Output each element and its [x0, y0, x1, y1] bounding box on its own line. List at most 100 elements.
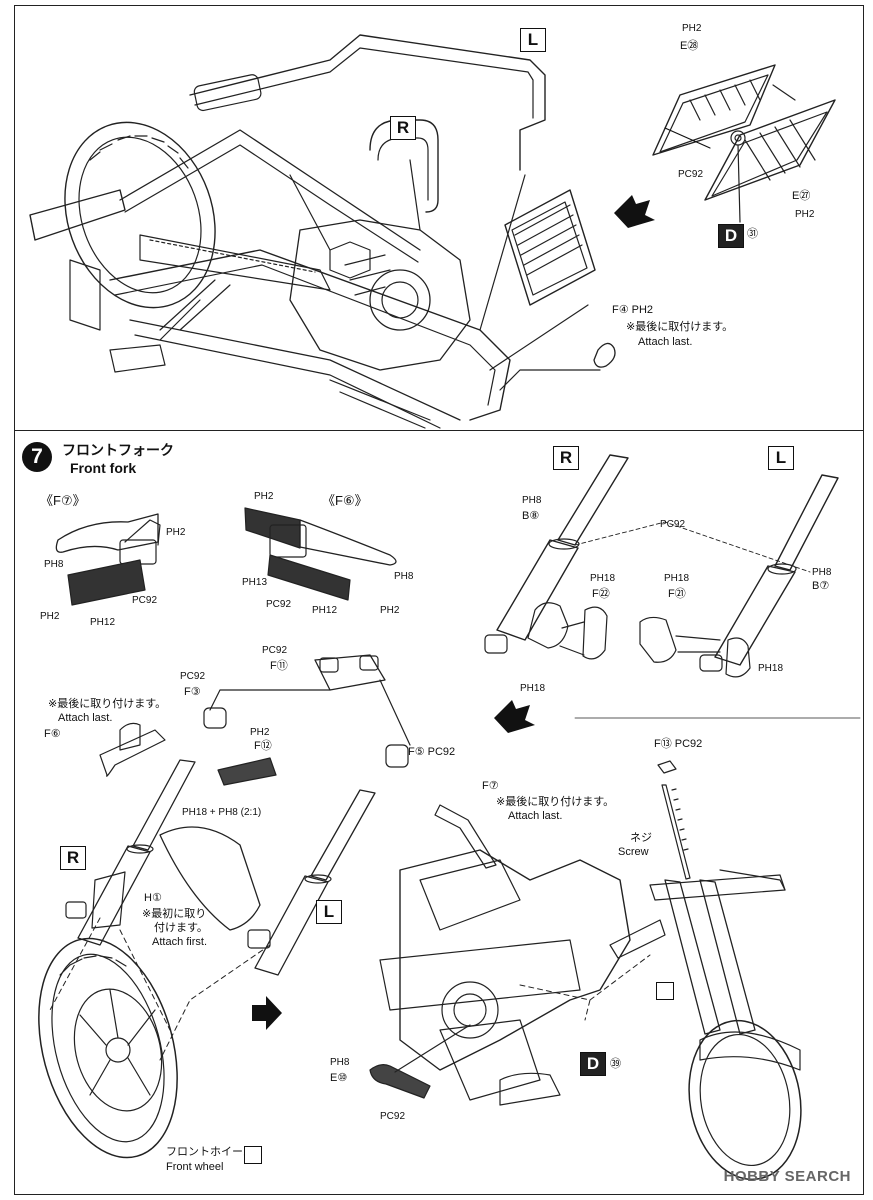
step-title-en: Front fork — [70, 460, 137, 476]
part-f7 — [434, 804, 497, 869]
lever-left — [55, 513, 161, 606]
label-left-fork: L — [768, 446, 794, 470]
label-lever-l-ph12: PH12 — [90, 617, 116, 628]
step-title-jp: フロントフォーク — [62, 442, 174, 458]
note-h1-en: Attach first. — [152, 936, 208, 948]
label-f5: F⑤ PC92 — [408, 746, 456, 758]
label-f13: F⑬ PC92 — [654, 738, 703, 750]
label-f3: F③ — [184, 686, 201, 698]
wheel-axle-lines — [49, 917, 271, 1061]
note-f6-en: Attach last. — [58, 712, 113, 724]
label-lever-l-ph2-b: PH2 — [40, 611, 60, 622]
page-frame — [14, 5, 864, 1195]
label-fork-l-ph8: PH8 — [812, 567, 832, 578]
label-pc92-radiator: PC92 — [678, 169, 704, 180]
label-fork-r-f22: F㉒ — [592, 588, 610, 600]
label-ph2-radiator-bottom: PH2 — [795, 209, 815, 220]
label-fork-r-ph8: PH8 — [522, 495, 542, 506]
note-f6-jp: ※最後に取り付けます。 — [48, 698, 167, 710]
fork-l-assembly — [247, 789, 376, 976]
horn-note-jp: ※最後に取付けます。 — [626, 321, 734, 333]
note-h1-jp2: 付けます。 — [154, 922, 208, 934]
label-f11: F⑪ — [270, 660, 288, 672]
note-f7-en: Attach last. — [508, 810, 563, 822]
label-ph-mix: PH18 + PH8 (2:1) — [182, 807, 262, 818]
label-fork-l-f21: F㉑ — [668, 588, 686, 600]
label-lever-l-ph8: PH8 — [44, 559, 64, 570]
part-f6 — [99, 729, 166, 777]
front-fender — [159, 826, 261, 931]
top-bridge — [209, 654, 411, 746]
fork-left — [639, 474, 839, 678]
label-f12: F⑫ — [254, 740, 272, 752]
tool-icon-fork — [656, 982, 674, 1000]
step-number: 7 — [22, 442, 52, 472]
label-ph2-radiator-top: PH2 — [682, 23, 702, 34]
label-d31: ㉛ — [747, 228, 758, 240]
label-right-top: R — [390, 116, 416, 140]
label-left-assembly: L — [316, 900, 342, 924]
arrow-to-frame — [614, 195, 655, 228]
label-lever-r-pc92: PC92 — [266, 599, 292, 610]
label-fork-l-ph18: PH18 — [664, 573, 690, 584]
part-f12 — [217, 757, 277, 786]
label-pc92-top-bridge: PC92 — [262, 645, 288, 656]
label-f6-lever: 《F⑥》 — [322, 493, 368, 508]
label-pc92-f3: PC92 — [180, 671, 206, 682]
note-h1-jp1: ※最初に取り — [142, 908, 207, 920]
arrow-to-bike — [252, 996, 282, 1030]
label-left-top: L — [520, 28, 546, 52]
label-e10: E⑩ — [330, 1072, 348, 1084]
lever-right — [244, 507, 397, 601]
label-lever-r-ph13: PH13 — [242, 577, 268, 588]
part-e10 — [369, 1064, 431, 1099]
horn-note-en: Attach last. — [638, 336, 693, 348]
fork-r-assembly — [65, 759, 196, 946]
frame-illustration — [29, 34, 616, 429]
label-fork-l-ph18-b: PH18 — [758, 663, 784, 674]
label-screw-jp: ネジ — [630, 832, 652, 844]
label-d39: ㊴ — [610, 1058, 621, 1070]
tool-icon-front-wheel — [244, 1146, 262, 1164]
label-f7-assembly: F⑦ — [482, 780, 499, 792]
arrow-to-assembly — [494, 700, 535, 733]
label-fork-r-ph18-b: PH18 — [520, 683, 546, 694]
label-fork-r-ph18: PH18 — [590, 573, 616, 584]
label-fork-r-b8: B⑧ — [522, 510, 540, 522]
watermark: HOBBY SEARCH — [723, 1168, 851, 1185]
label-lever-r-ph2-b: PH2 — [380, 605, 400, 616]
label-lever-l-ph2: PH2 — [166, 527, 186, 538]
front-wheel — [38, 937, 178, 1159]
label-lever-r-ph12: PH12 — [312, 605, 338, 616]
label-lever-r-ph2: PH2 — [254, 491, 274, 502]
label-e28: E㉘ — [680, 40, 699, 52]
label-right-fork: R — [553, 446, 579, 470]
label-e27: E㉗ — [792, 190, 811, 202]
label-h1: H① — [144, 892, 162, 904]
label-pc92-bottom: PC92 — [380, 1111, 406, 1122]
part-f6-clamp — [119, 722, 141, 751]
note-f7-jp: ※最後に取り付けます。 — [496, 796, 615, 808]
label-ph2-f12: PH2 — [250, 727, 270, 738]
radiator-exploded — [652, 64, 836, 223]
label-front-wheel-jp: フロントホイール — [166, 1146, 254, 1158]
bike-leader-lines — [519, 954, 651, 1021]
label-front-wheel-en: Front wheel — [166, 1161, 224, 1173]
label-part-d-top: D — [718, 224, 744, 248]
label-f7-lever: 《F⑦》 — [40, 493, 86, 508]
e10-leader — [394, 1024, 471, 1073]
fork-right — [484, 454, 629, 660]
label-ph8-e10: PH8 — [330, 1057, 350, 1068]
label-right-assembly: R — [60, 846, 86, 870]
label-fork-l-b7: B⑦ — [812, 580, 830, 592]
part-f5 — [385, 744, 409, 768]
label-fork-pc92: PC92 — [660, 519, 686, 530]
section-divider — [14, 430, 864, 431]
assembled-bike — [379, 760, 802, 1181]
label-lever-l-pc92: PC92 — [132, 595, 158, 606]
label-horn-part: F④ PH2 — [612, 304, 654, 316]
label-lever-r-ph8: PH8 — [394, 571, 414, 582]
label-part-d-bottom: D — [580, 1052, 606, 1076]
